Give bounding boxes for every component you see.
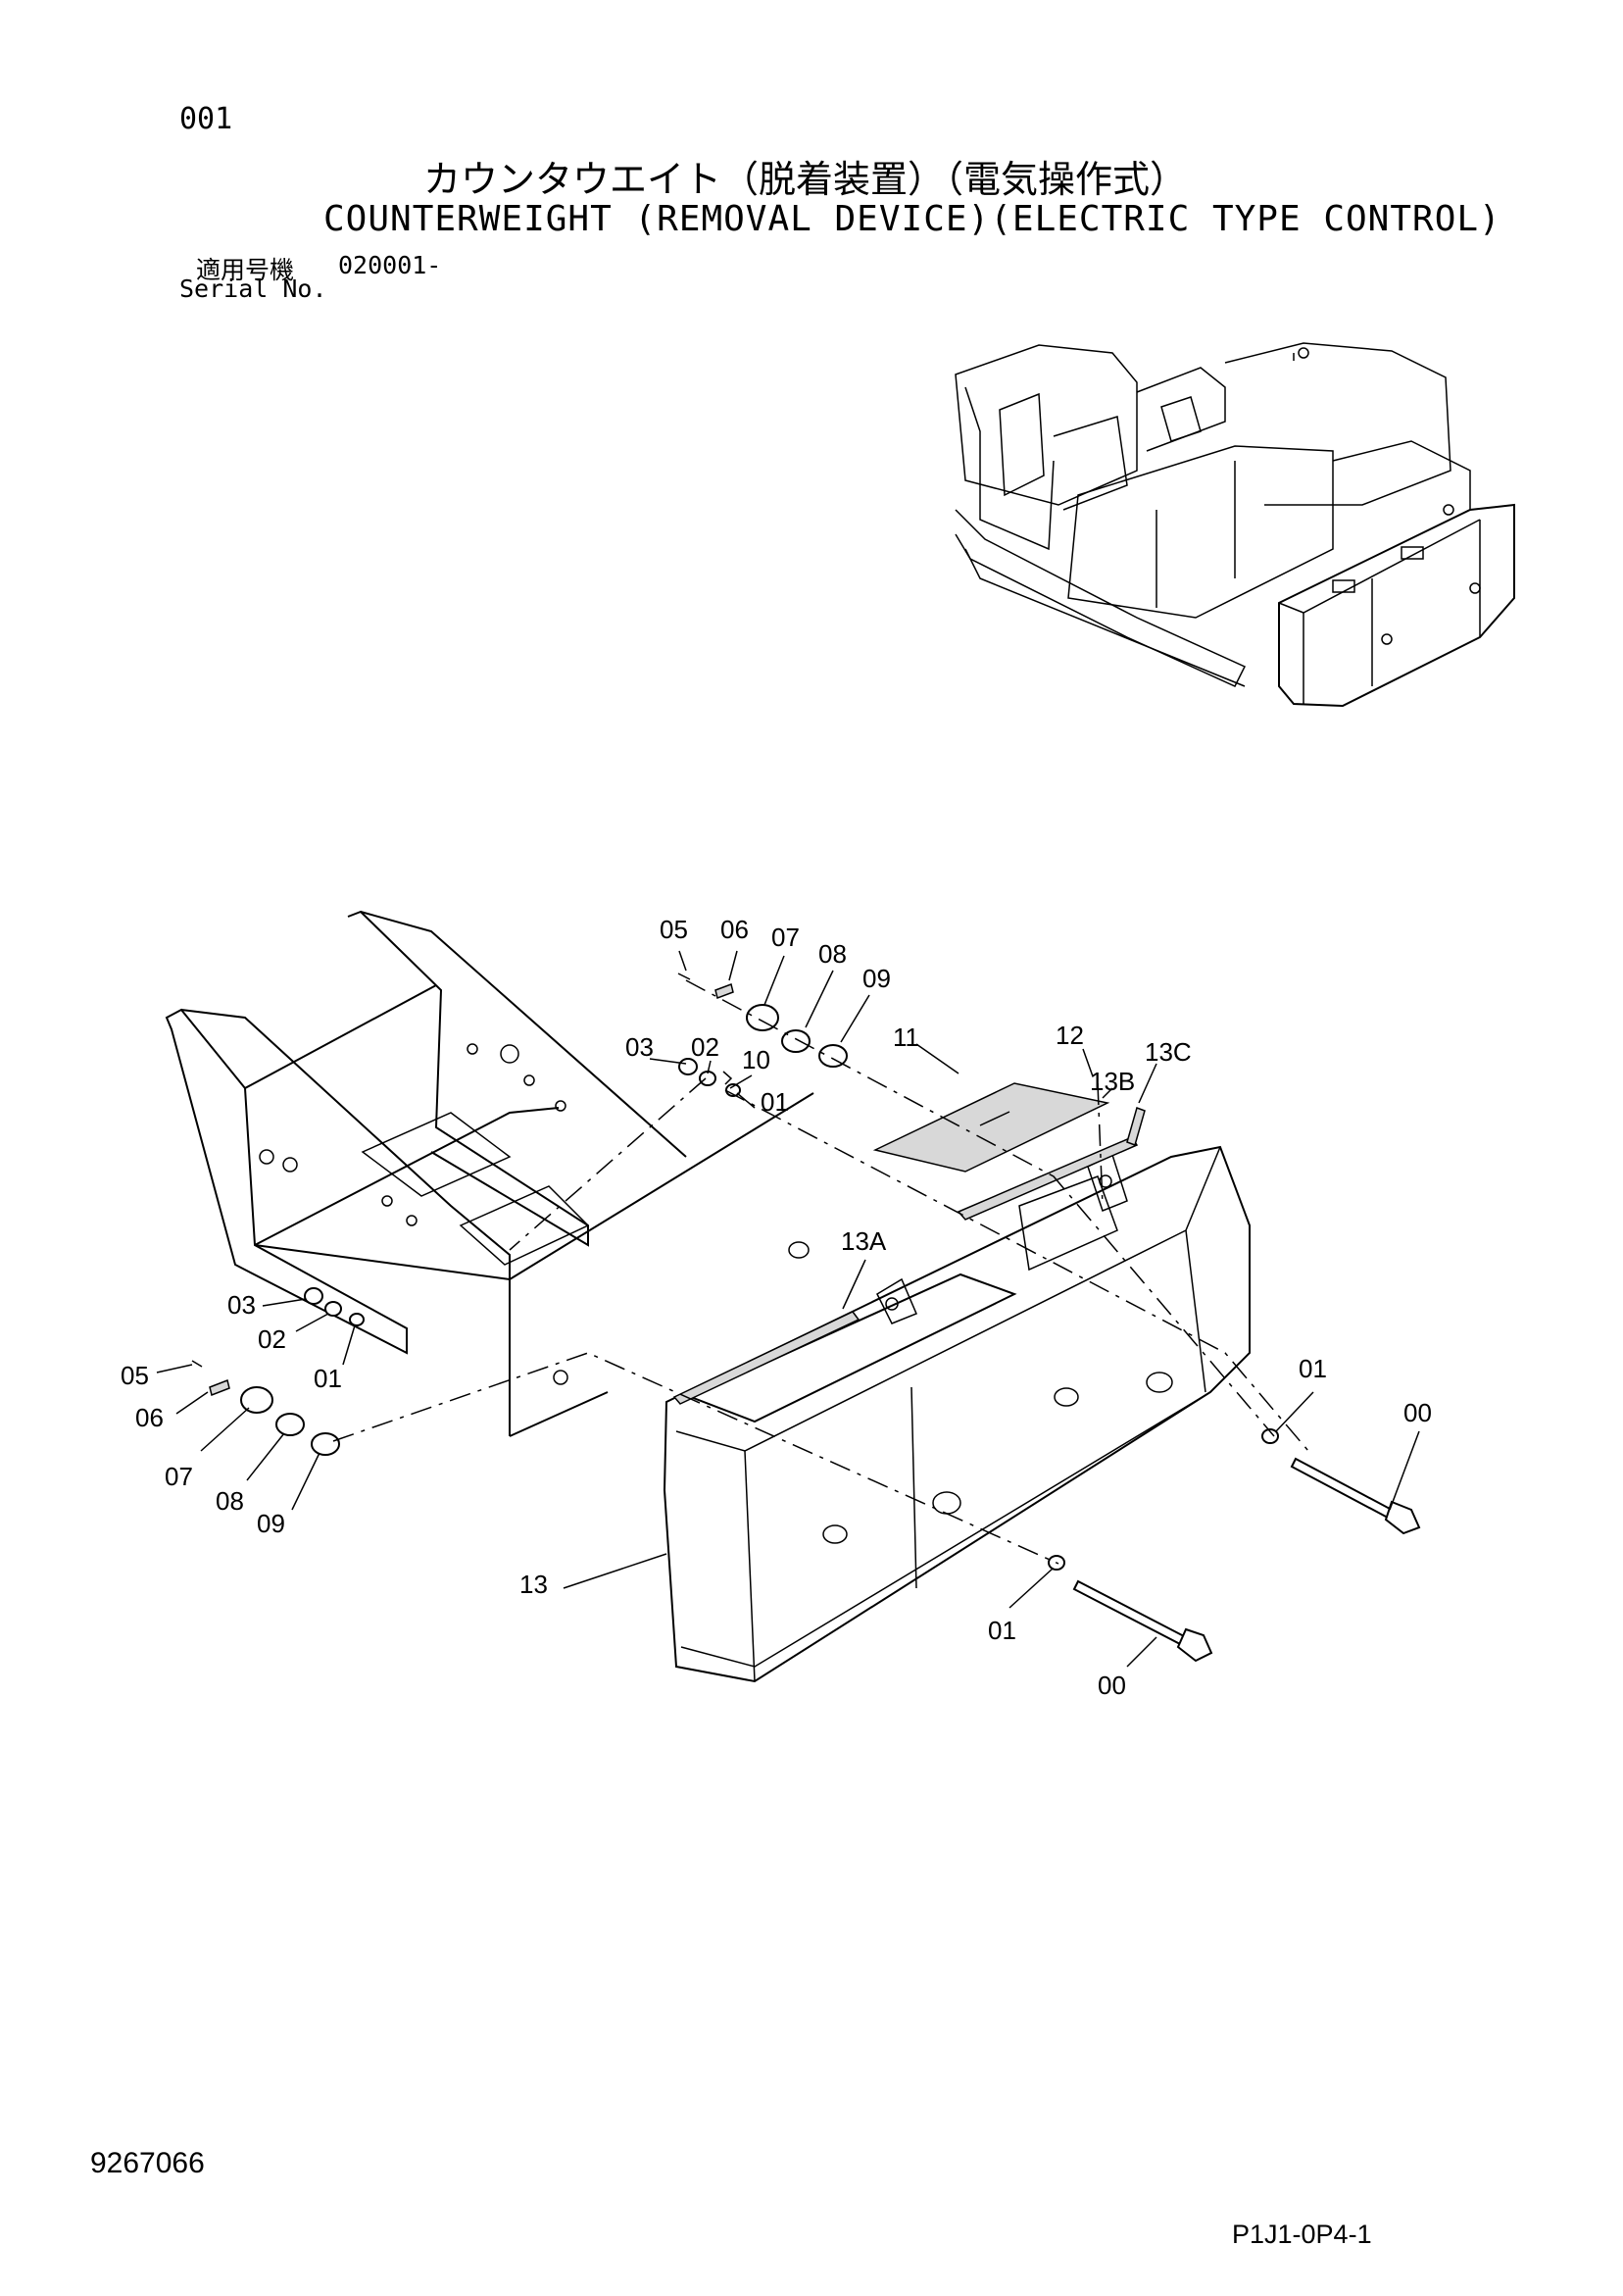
callout-05: 05: [660, 915, 688, 944]
callout-07: 07: [165, 1462, 193, 1491]
callout-06: 06: [135, 1403, 164, 1432]
serial-label-english: Serial No.: [179, 275, 327, 303]
callout-08: 08: [818, 939, 847, 969]
upper-frame-illustration: [165, 910, 814, 1437]
callout-02: 02: [258, 1324, 286, 1354]
callout-01: 01: [988, 1616, 1016, 1645]
callout-13b: 13B: [1090, 1067, 1135, 1096]
leader-lines: [156, 950, 1420, 1668]
hardware-illustration: [191, 973, 1421, 1663]
title-japanese: カウンタウエイト（脱着装置）（電気操作式）: [423, 158, 1188, 201]
page-code: P1J1-0P4-1: [1232, 2220, 1372, 2249]
excavator-overview-illustration: [955, 342, 1515, 708]
cover-plate-illustration: [672, 1082, 1146, 1405]
callout-13c: 13C: [1145, 1037, 1192, 1067]
callout-13: 13: [519, 1570, 548, 1599]
callout-00: 00: [1098, 1671, 1126, 1700]
page-number: 001: [179, 102, 233, 136]
drawing-number: 9267066: [90, 2147, 205, 2179]
callout-00: 00: [1403, 1398, 1432, 1427]
serial-label-japanese: 適用号機: [196, 256, 295, 284]
callout-01: 01: [314, 1364, 342, 1393]
callout-01: 01: [1299, 1354, 1327, 1383]
title-english: COUNTERWEIGHT (REMOVAL DEVICE)(ELECTRIC …: [323, 199, 1501, 239]
callout-06: 06: [720, 915, 749, 944]
callout-09: 09: [862, 964, 891, 993]
serial-value: 020001-: [338, 251, 442, 279]
callout-07: 07: [771, 923, 800, 952]
callout-01: 01: [761, 1087, 789, 1117]
callout-09: 09: [257, 1509, 285, 1538]
center-lines: [332, 979, 1309, 1565]
callout-12: 12: [1056, 1021, 1084, 1050]
callout-03: 03: [227, 1290, 256, 1320]
callout-08: 08: [216, 1486, 244, 1516]
callout-03: 03: [625, 1032, 654, 1062]
counterweight-illustration: [663, 1145, 1251, 1683]
callout-05: 05: [121, 1361, 149, 1390]
callout-02: 02: [691, 1032, 719, 1062]
callout-11: 11: [893, 1023, 919, 1052]
callout-labels: 05 06 07 08 09 03 02 10 01 11 12 13C 13B…: [121, 915, 1432, 1700]
callout-13a: 13A: [841, 1226, 887, 1256]
callout-10: 10: [742, 1045, 770, 1074]
